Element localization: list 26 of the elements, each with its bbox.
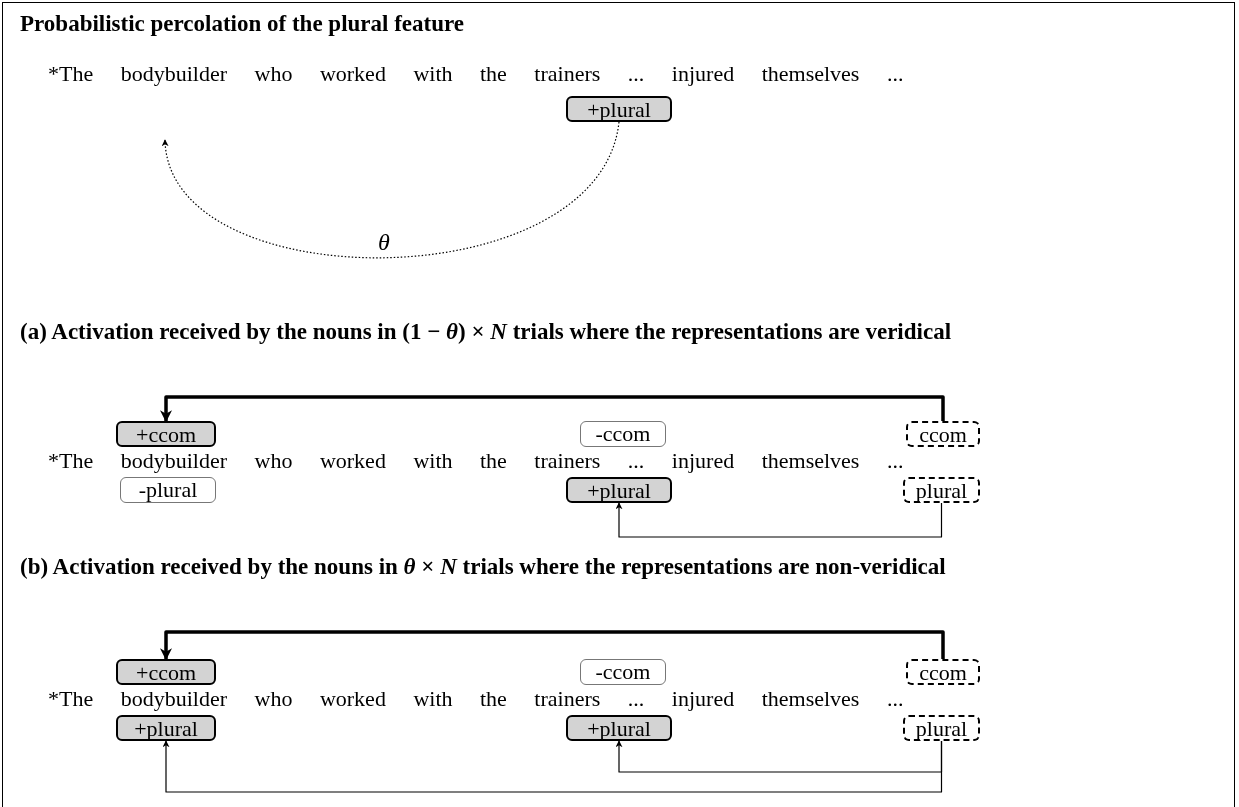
arrow [163, 121, 620, 259]
feature-box: +ccom [116, 421, 216, 447]
arrow [160, 395, 945, 423]
diagram-title: Probabilistic percolation of the plural feature [20, 10, 464, 38]
feature-box: +plural [566, 715, 672, 741]
example-sentence: *The bodybuilder who worked with the trainers ... injured themselves ... [48, 449, 904, 473]
feature-box: ccom [906, 421, 980, 447]
arrow [160, 630, 945, 661]
arrow [162, 740, 943, 793]
section-heading: (b) Activation received by the nouns in θ × N trials where the representations are non-veridical [20, 553, 947, 581]
arrow [615, 740, 943, 773]
feature-box: +plural [566, 96, 672, 122]
feature-box: plural [903, 477, 980, 503]
feature-box: -plural [120, 477, 216, 503]
feature-box: +plural [116, 715, 216, 741]
example-sentence: *The bodybuilder who worked with the trainers ... injured themselves ... [48, 687, 904, 711]
feature-box: +plural [566, 477, 672, 503]
edge-label: θ [378, 228, 390, 256]
feature-box: ccom [906, 659, 980, 685]
feature-box: plural [903, 715, 980, 741]
feature-box: +ccom [116, 659, 216, 685]
feature-box: -ccom [580, 659, 666, 685]
feature-box: -ccom [580, 421, 666, 447]
arrow [615, 502, 943, 538]
example-sentence: *The bodybuilder who worked with the trainers ... injured themselves ... [48, 62, 904, 86]
section-heading: (a) Activation received by the nouns in (1 − θ) × N trials where the representations are veridical [20, 318, 953, 346]
